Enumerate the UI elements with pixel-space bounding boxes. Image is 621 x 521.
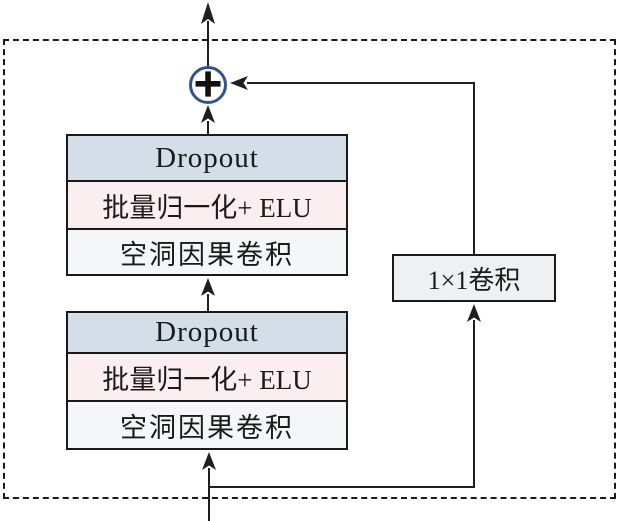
lower-dropout-label: Dropout — [155, 316, 259, 348]
upper-to-sum-arrowhead-icon — [201, 105, 215, 123]
skip-branch-line — [209, 320, 475, 488]
plus-icon: + — [191, 61, 224, 105]
input-arrowhead-icon — [202, 452, 216, 470]
skip-to-sum-arrowhead-icon — [230, 76, 248, 90]
one-by-one-conv-box: 1×1卷积 — [392, 254, 556, 302]
sum-node: + — [189, 61, 227, 105]
skip-branch-arrowhead-icon — [467, 304, 481, 322]
upper-dropout-label: Dropout — [155, 141, 259, 174]
upper-batchnorm-elu-label: 批量归一化+ ELU — [102, 192, 312, 223]
lower-batchnorm-elu-layer: 批量归一化+ ELU — [66, 352, 348, 402]
upper-batchnorm-elu-layer: 批量归一化+ ELU — [66, 180, 348, 230]
lower-dropout-layer: Dropout — [66, 311, 348, 354]
upper-dilated-causal-conv-layer: 空洞因果卷积 — [66, 228, 348, 276]
upper-dilated-causal-conv-label: 空洞因果卷积 — [120, 239, 294, 270]
lower-to-upper-arrowhead-icon — [201, 278, 215, 296]
lower-dilated-causal-conv-layer: 空洞因果卷积 — [66, 400, 348, 450]
upper-dropout-layer: Dropout — [66, 134, 348, 182]
output-arrowhead-icon — [201, 2, 215, 24]
residual-block-boundary — [3, 39, 616, 499]
lower-dilated-causal-conv-label: 空洞因果卷积 — [120, 412, 294, 443]
one-by-one-conv-label: 1×1卷积 — [427, 265, 521, 295]
lower-batchnorm-elu-label: 批量归一化+ ELU — [102, 364, 312, 395]
skip-to-sum-line — [247, 82, 475, 254]
